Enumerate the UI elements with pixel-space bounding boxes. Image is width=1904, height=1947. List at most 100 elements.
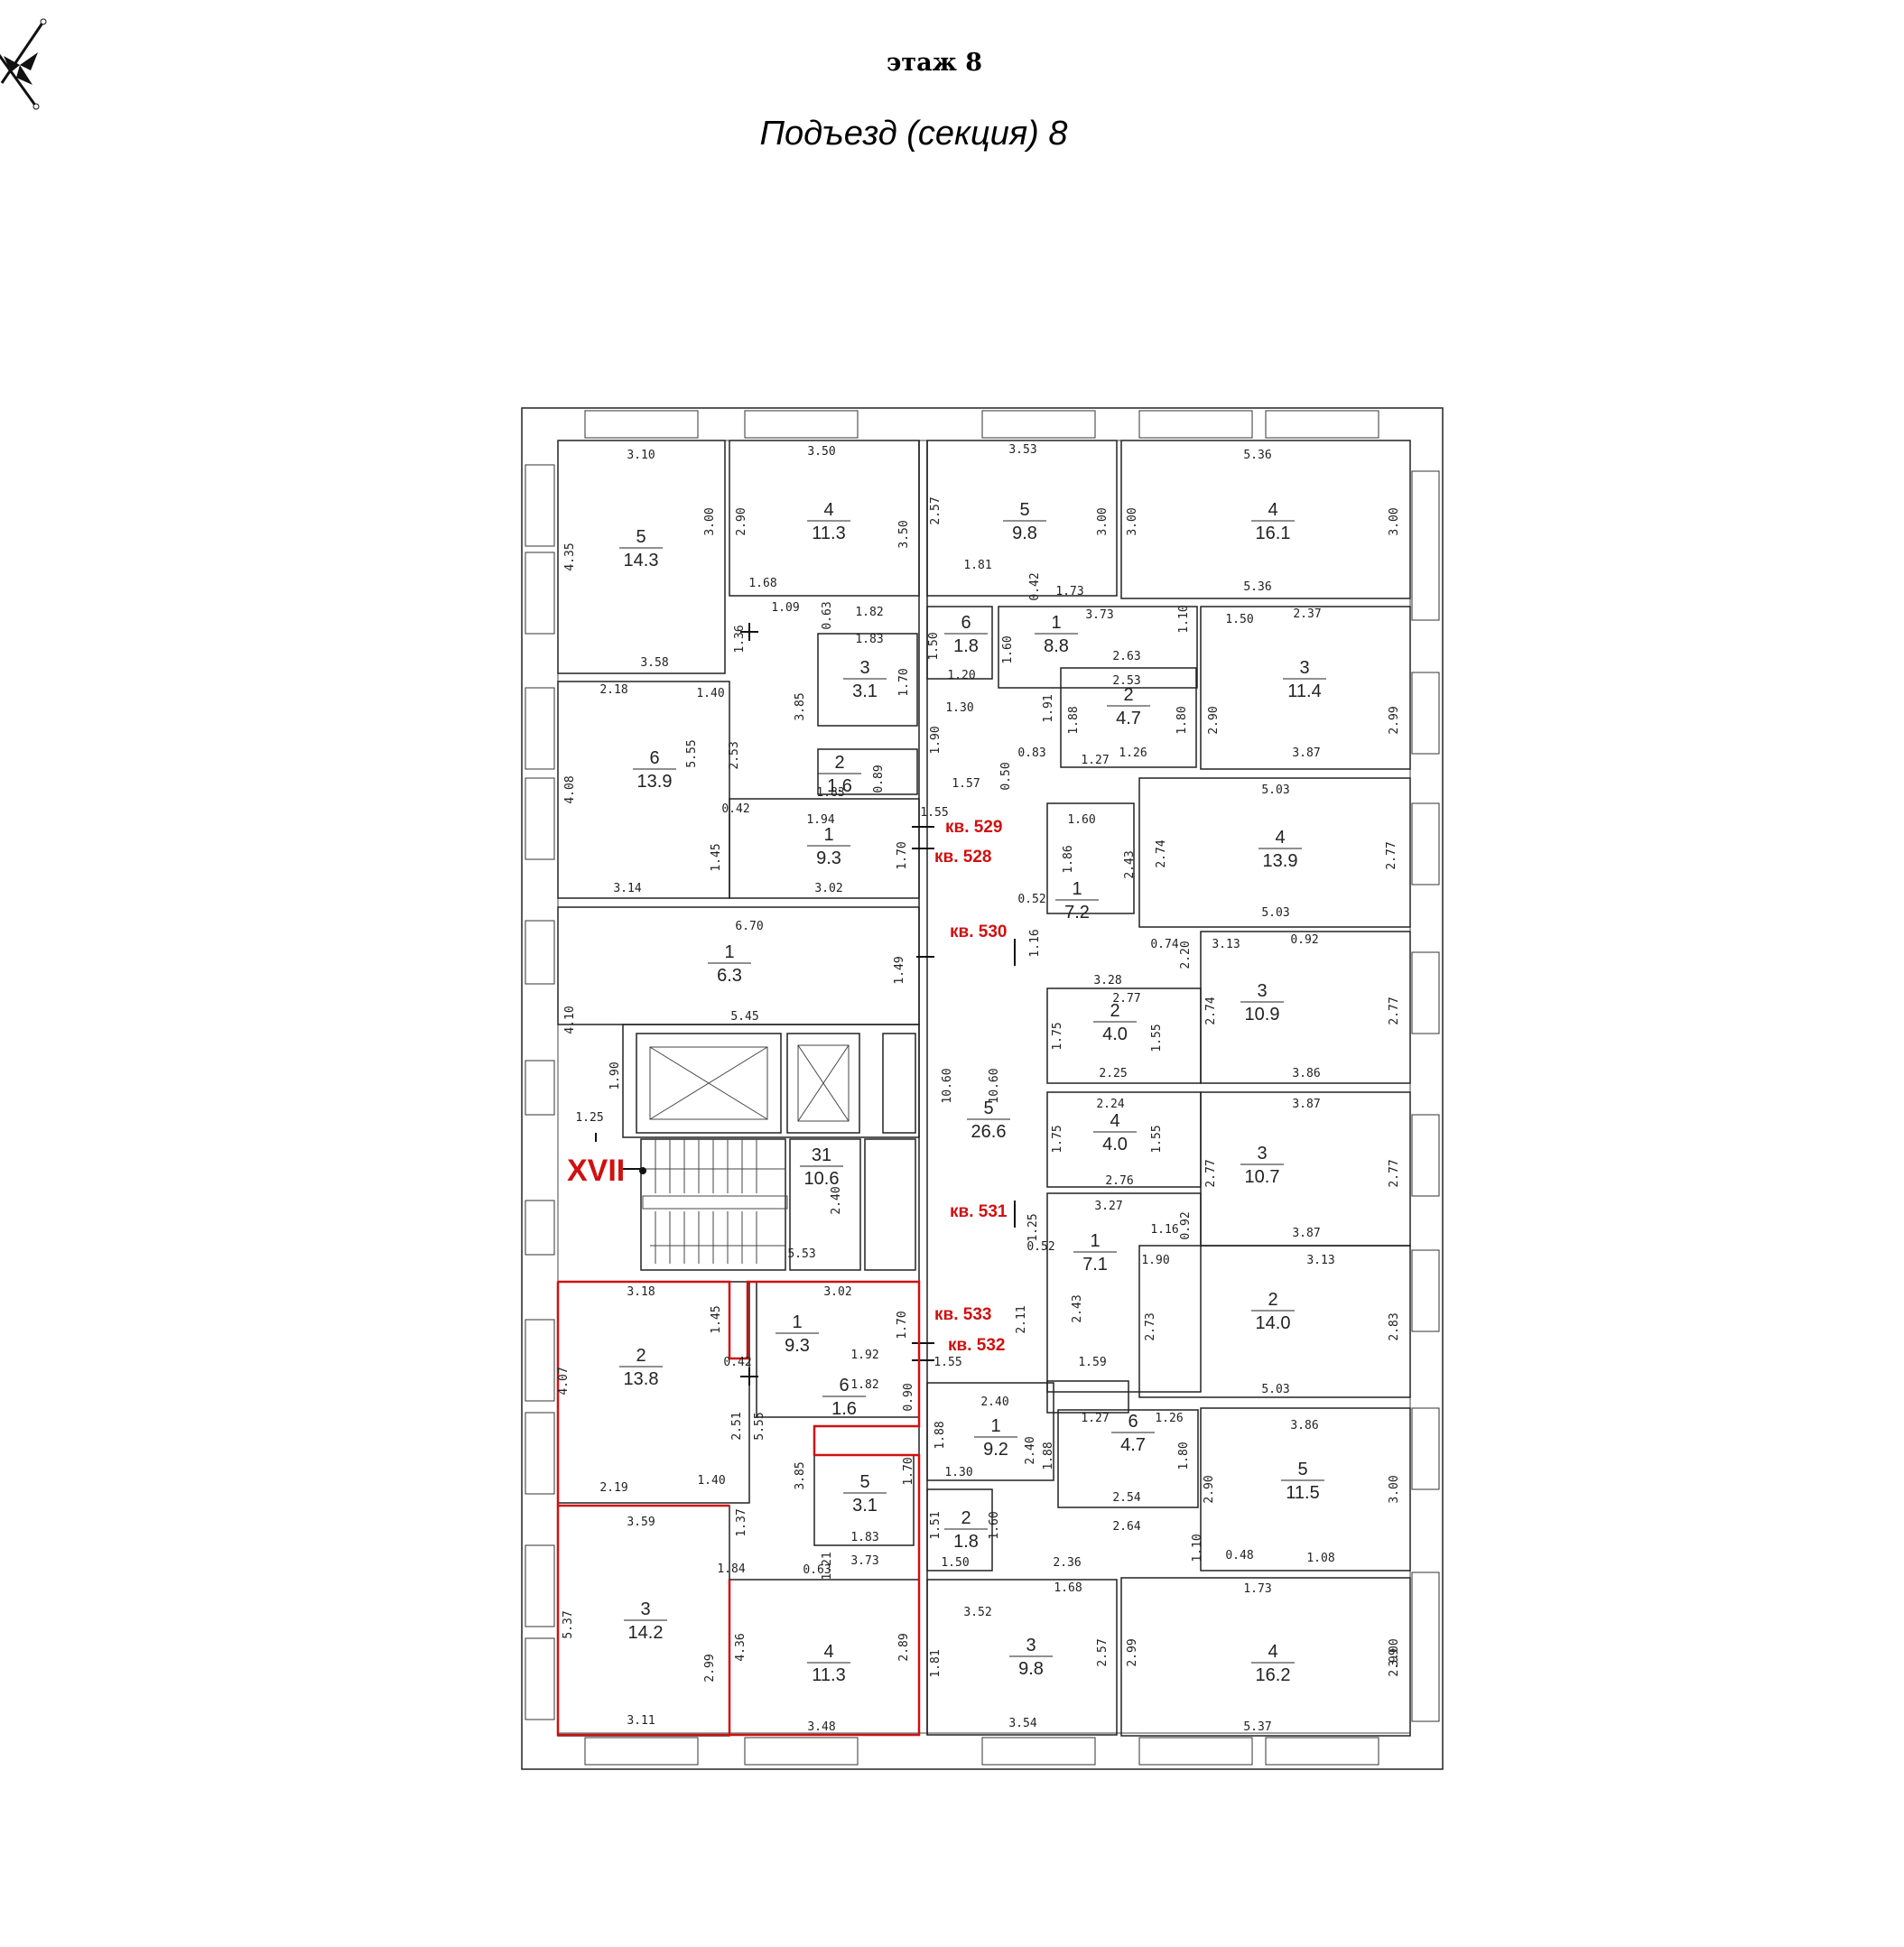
room-label: 61.8 bbox=[944, 613, 988, 656]
room-area: 9.3 bbox=[785, 1336, 810, 1356]
room-label: 21.6 bbox=[818, 753, 861, 796]
dimension-label: 3.00 bbox=[1388, 1475, 1401, 1503]
dimension-label: 4.08 bbox=[563, 775, 577, 803]
dimension-label: 1.08 bbox=[1306, 1552, 1334, 1565]
dimension-label: 3.28 bbox=[1093, 974, 1121, 987]
dimension-label: 2.20 bbox=[1179, 941, 1193, 969]
room-number: 6 bbox=[1128, 1412, 1138, 1432]
room-area: 1.8 bbox=[953, 1532, 979, 1552]
dimension-label: 1.88 bbox=[1067, 706, 1081, 734]
dimension-label: 2.90 bbox=[735, 507, 748, 535]
dimension-label: 0.63 bbox=[821, 601, 834, 629]
room-number: 1 bbox=[990, 1416, 1000, 1436]
dimension-label: 3.13 bbox=[1306, 1254, 1334, 1267]
dimension-label: 5.55 bbox=[753, 1412, 766, 1440]
dimension-label: 1.09 bbox=[771, 601, 799, 615]
dimension-label: 6.70 bbox=[735, 920, 763, 933]
dimension-label: 2.77 bbox=[1385, 841, 1398, 869]
dimension-label: 1.70 bbox=[896, 1311, 909, 1339]
room-area: 3.1 bbox=[852, 681, 878, 701]
room-label: 214.0 bbox=[1251, 1290, 1295, 1333]
dimension-label: 1.40 bbox=[696, 687, 724, 700]
dimension-label: 1.86 bbox=[1062, 845, 1075, 873]
room-label: 314.2 bbox=[624, 1599, 667, 1643]
dimension-label: 3.50 bbox=[897, 520, 911, 548]
room-label: 19.2 bbox=[974, 1416, 1017, 1460]
room-number: 4 bbox=[823, 500, 833, 520]
dimension-label: 1.50 bbox=[927, 632, 941, 660]
dimension-label: 5.36 bbox=[1243, 580, 1271, 594]
room-area: 10.9 bbox=[1245, 1005, 1280, 1024]
room-area: 3.1 bbox=[852, 1496, 878, 1516]
room-area: 16.1 bbox=[1256, 524, 1291, 543]
room-label: 18.8 bbox=[1035, 613, 1078, 656]
elevator-shaft-large bbox=[636, 1033, 782, 1134]
room-number: 5 bbox=[983, 1099, 993, 1118]
dimension-label: 1.73 bbox=[1243, 1582, 1271, 1596]
dimension-label: 2.83 bbox=[1388, 1312, 1401, 1340]
dimension-label: 3.00 bbox=[1388, 1638, 1401, 1666]
dimension-label: 1.68 bbox=[748, 577, 776, 590]
room-area: 14.2 bbox=[628, 1623, 664, 1643]
room-label: 416.1 bbox=[1251, 500, 1295, 543]
dimension-label: 1.21 bbox=[821, 1552, 834, 1580]
room-number: 31 bbox=[812, 1145, 831, 1165]
room-number: 6 bbox=[961, 613, 971, 633]
room-area: 7.1 bbox=[1082, 1255, 1108, 1275]
dimension-label: 2.37 bbox=[1293, 607, 1321, 621]
room-area: 11.3 bbox=[812, 1665, 845, 1685]
room-area: 26.6 bbox=[971, 1122, 1007, 1142]
room-area: 11.4 bbox=[1287, 681, 1321, 701]
room-label: 64.7 bbox=[1111, 1412, 1155, 1455]
dimension-label: 1.36 bbox=[733, 625, 747, 653]
room-area: 14.0 bbox=[1256, 1313, 1291, 1333]
dimension-label: 2.18 bbox=[599, 683, 627, 697]
room-label: 24.7 bbox=[1107, 685, 1150, 728]
room-label: 411.3 bbox=[807, 1642, 850, 1685]
room-label: 19.3 bbox=[807, 825, 850, 868]
selected-apartment-outline bbox=[556, 1280, 921, 1737]
room-number: 5 bbox=[636, 527, 646, 547]
dimension-label: 3.00 bbox=[703, 507, 717, 535]
dimension-label: 0.42 bbox=[723, 1356, 751, 1369]
dimension-label: 1.27 bbox=[1081, 1412, 1109, 1425]
dimension-label: 2.36 bbox=[1053, 1556, 1081, 1570]
room-area: 8.8 bbox=[1044, 636, 1069, 656]
dimension-label: 5.03 bbox=[1261, 783, 1289, 797]
room-label: 511.5 bbox=[1281, 1460, 1324, 1503]
apartment-label: кв. 533 bbox=[934, 1305, 991, 1324]
dimension-label: 4.36 bbox=[734, 1633, 748, 1661]
dimension-label: 5.53 bbox=[787, 1247, 815, 1261]
windows-right bbox=[1411, 470, 1440, 1722]
dimension-label: 2.54 bbox=[1112, 1491, 1140, 1505]
dimension-label: 2.64 bbox=[1112, 1520, 1140, 1534]
dimension-label: 1.81 bbox=[963, 559, 991, 572]
dimension-label: 3.85 bbox=[794, 692, 807, 720]
room-number: 5 bbox=[1019, 500, 1029, 520]
shaft-lower bbox=[864, 1138, 916, 1271]
dimension-label: 1.83 bbox=[850, 1531, 878, 1544]
dimension-label: 0.83 bbox=[1017, 746, 1045, 760]
dimension-label: 2.53 bbox=[728, 741, 741, 769]
dimension-label: 3.52 bbox=[963, 1606, 991, 1619]
floor-title: этаж 8 bbox=[887, 49, 982, 77]
dimension-label: 1.90 bbox=[1141, 1254, 1169, 1267]
room-number: 3 bbox=[1257, 981, 1267, 1001]
dimension-label: 3.18 bbox=[627, 1285, 655, 1299]
room-number: 4 bbox=[1268, 1642, 1277, 1662]
dimension-label: 1.45 bbox=[710, 843, 723, 871]
dimension-label: 1.30 bbox=[945, 701, 973, 715]
dimension-label: 1.50 bbox=[941, 1556, 969, 1570]
room-area: 11.3 bbox=[812, 524, 845, 543]
room-label: 311.4 bbox=[1283, 658, 1326, 701]
room-area: 9.8 bbox=[1018, 1659, 1044, 1679]
dimension-label: 3.50 bbox=[807, 445, 835, 459]
room-area: 1.6 bbox=[827, 776, 852, 796]
staircase bbox=[632, 1138, 788, 1271]
room-number: 5 bbox=[859, 1472, 869, 1492]
apartment-label: кв. 528 bbox=[934, 848, 991, 867]
dimension-label: 2.40 bbox=[980, 1395, 1008, 1409]
dimension-label: 2.99 bbox=[1126, 1638, 1139, 1666]
dimension-label: 0.90 bbox=[902, 1383, 915, 1411]
